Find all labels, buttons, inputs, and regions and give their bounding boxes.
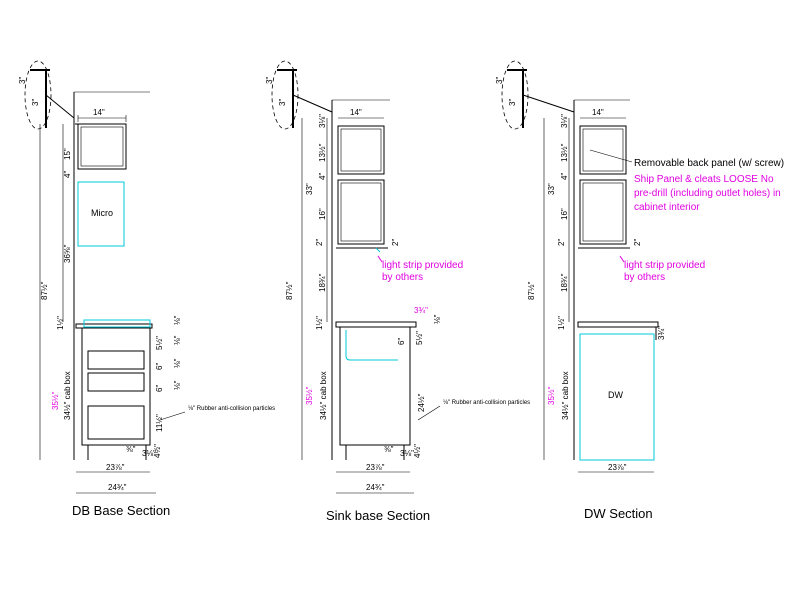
drawer2-dim: 6" — [155, 363, 164, 370]
micro-label: Micro — [91, 208, 113, 218]
width-dim: 23⅞" — [608, 463, 627, 472]
section-title-dw: DW Section — [584, 506, 653, 521]
u2-dim: 13½" — [318, 143, 327, 162]
counter-dim: 1½" — [315, 316, 324, 330]
detail-dim-top: 3" — [265, 77, 274, 84]
base-height-dim: 35½" — [51, 391, 60, 410]
width-inner-dim: 23⅞" — [366, 463, 385, 472]
d1-dim: 5½" — [415, 331, 424, 345]
u4-dim: 16" — [560, 208, 569, 220]
u1-dim: 3⅛" — [560, 114, 569, 128]
overall-height-dim: 87½" — [40, 281, 49, 300]
section-title-db-base: DB Base Section — [72, 503, 170, 518]
width-inner-dim: 23⅞" — [106, 463, 125, 472]
toe-dim: 4½" — [153, 444, 162, 458]
u5-dim: 2" — [557, 239, 566, 246]
overall-height-dim: 87½" — [527, 281, 536, 300]
counter-dim: 1½" — [56, 316, 65, 330]
rubber-note: ⅛" Rubber anti-collision particles — [188, 406, 275, 412]
gap-small-dim: 4" — [63, 171, 72, 178]
u1-dim: 3⅛" — [318, 114, 327, 128]
removable-panel-note: Removable back panel (w/ screw) — [634, 158, 784, 169]
gap-dim: 18¾" — [560, 273, 569, 292]
detail-dim-top: 3" — [18, 77, 27, 84]
drawer3-dim: 6" — [155, 385, 164, 392]
counter-overhang-dim: 3¾" — [657, 326, 666, 340]
detail-dim-2: 3" — [278, 99, 287, 106]
drawer1-dim: 5½" — [155, 336, 164, 350]
u6-dim: 2" — [391, 239, 400, 246]
u2-dim: 13½" — [560, 143, 569, 162]
base-height-dim: 35½" — [547, 386, 556, 405]
u6-dim: 2" — [633, 239, 642, 246]
u3-dim: 4" — [318, 173, 327, 180]
gap-big-dim: 36⅝" — [63, 244, 72, 263]
cab-box-dim: 34½" cab box — [561, 371, 570, 420]
section-title-sink-base: Sink base Section — [326, 508, 430, 523]
bottom-gap-dim: ⅜" — [384, 445, 394, 454]
light-strip-note-1: light strip provided — [382, 260, 463, 271]
space3-dim: ⅛" — [173, 358, 182, 368]
ship-note-3: cabinet interior — [634, 202, 700, 213]
lower-dim: 24½" — [417, 393, 426, 412]
u5-dim: 2" — [315, 239, 324, 246]
ship-note-2: pre-drill (including outlet holes) in — [634, 188, 781, 199]
ship-note-1: Ship Panel & cleats LOOSE No — [634, 174, 774, 185]
space4-dim: ⅛" — [173, 380, 182, 390]
light-strip-note-2: by others — [382, 272, 423, 283]
gap-dim: 18¾" — [318, 273, 327, 292]
upper-depth-dim: 14" — [93, 108, 105, 117]
rubber-note: ⅛" Rubber anti-collision particles — [443, 400, 530, 406]
space1-dim: ⅛" — [173, 315, 182, 325]
detail-dim-top: 3" — [495, 77, 504, 84]
width-outer-dim: 24¾" — [108, 483, 127, 492]
upper-depth-dim: 14" — [350, 108, 362, 117]
db-base-section: 3" 3" 14" Micro 15" 4" 36⅝" 87½" — [18, 60, 275, 518]
detail-dim-2: 3" — [31, 99, 40, 106]
light-strip-note-2: by others — [624, 272, 665, 283]
upper-total-dim: 33" — [305, 183, 314, 195]
counter-dim: 1½" — [557, 316, 566, 330]
bottom-toe-dim: 3⅛" — [142, 449, 156, 458]
bottom-gap-dim: ⅜" — [126, 445, 136, 454]
sink-base-section: 3" 3" 14" 3⅛" 13½" 4" 16" 2" 2" 33" 18¾"… — [265, 60, 530, 523]
light-strip-note-1: light strip provided — [624, 260, 705, 271]
upper-height-dim: 15" — [63, 148, 72, 160]
u3-dim: 4" — [560, 173, 569, 180]
bottom-toe-dim: 3⅛" — [400, 449, 414, 458]
space2-dim: ⅛" — [173, 335, 182, 345]
dw-section: 3" 3" 14" 3⅛" 13½" 4" 16" 2" 2" 33" 18¾"… — [495, 60, 784, 521]
upper-total-dim: 33" — [547, 183, 556, 195]
s1-dim: ⅛" — [433, 314, 442, 324]
u4-dim: 16" — [318, 208, 327, 220]
drawer4-dim: 11½" — [155, 414, 164, 432]
sink-dim: 6" — [397, 338, 406, 345]
counter-overhang-dim: 3¾" — [414, 306, 428, 315]
toe-dim: 4½" — [413, 444, 422, 458]
base-height-dim: 35½" — [305, 386, 314, 405]
cab-box-dim: 34½" cab box — [63, 371, 72, 420]
dw-label: DW — [608, 390, 623, 400]
detail-dim-2: 3" — [508, 99, 517, 106]
upper-depth-dim: 14" — [592, 108, 604, 117]
overall-height-dim: 87½" — [285, 281, 294, 300]
cab-box-dim: 34½" cab box — [319, 371, 328, 420]
width-outer-dim: 24¾" — [366, 483, 385, 492]
